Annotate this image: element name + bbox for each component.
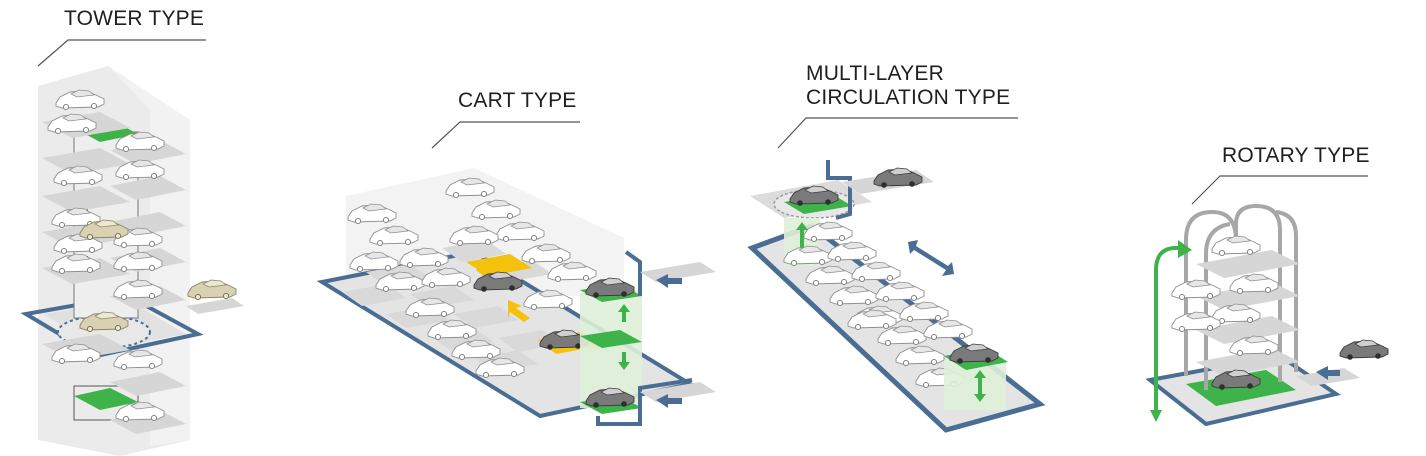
car-icon [187,279,237,301]
car-icon [1171,311,1221,333]
arrow-icon [974,370,986,402]
arrow-icon [656,274,682,288]
arrow-icon [508,300,530,322]
car-icon [1339,339,1389,361]
arrow-icon [618,352,630,370]
tower-type-title-line1: TOWER TYPE [64,7,205,30]
arrow-icon [796,222,808,262]
arrow-icon [908,240,954,276]
rotary-type-title: ROTARY TYPE [1222,144,1370,168]
multi-layer-title-line2: CIRCULATION TYPE [806,86,1011,109]
car-icon [1171,279,1221,301]
car-icon [1211,235,1261,257]
lift-shaft [944,360,1006,410]
tower-type-title: TOWER TYPE [64,7,204,31]
rotation-arrow-icon [1150,240,1192,422]
rotary-type-diagram [1145,203,1389,427]
arrow-icon [1316,366,1340,380]
cart-type-title: CART TYPE [458,89,577,113]
rotary-frame [1184,203,1298,390]
arrow-icon [656,394,682,408]
tower-type-diagram [20,66,244,456]
cart-type-diagram [316,168,716,426]
arrow-icon [618,304,630,322]
cart-type-title-line1: CART TYPE [458,89,577,112]
multi-layer-title-line1: MULTI-LAYER [806,62,944,85]
multi-layer-circulation-type-title: MULTI-LAYER CIRCULATION TYPE [806,62,1010,110]
label-leaders [37,39,1368,205]
multi-layer-circulation-type-diagram [747,160,1046,433]
rotary-type-title-line1: ROTARY TYPE [1222,144,1370,167]
car-icon [1229,273,1279,295]
